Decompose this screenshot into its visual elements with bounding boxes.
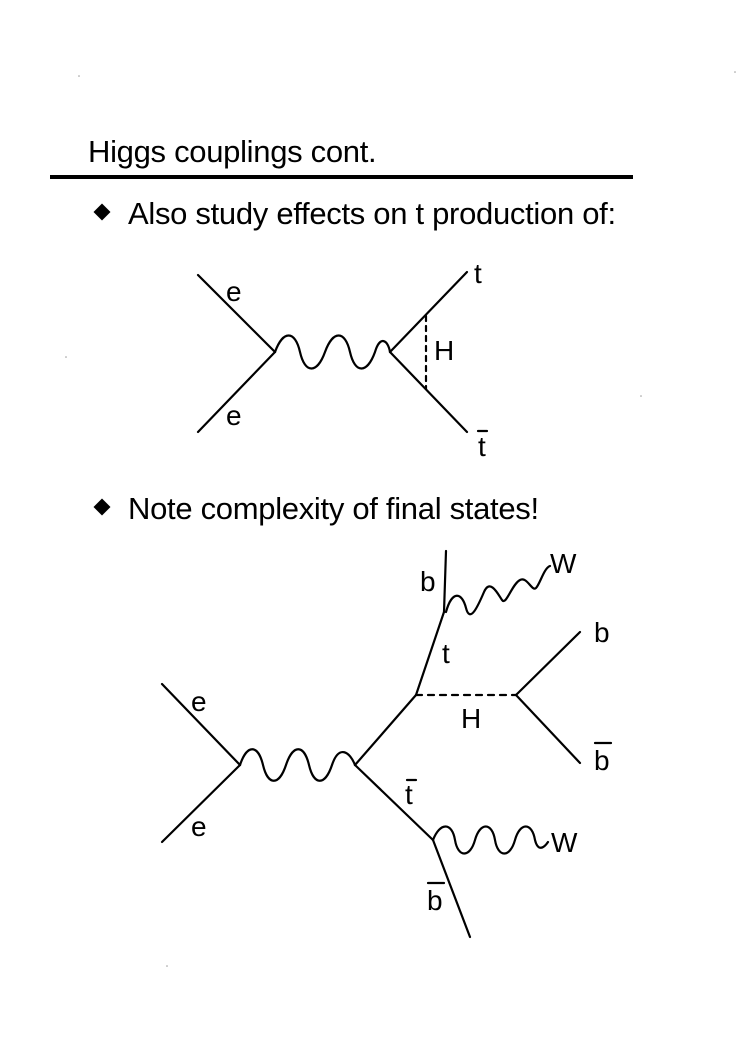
label-higgs: H (434, 335, 454, 366)
label-electron-top: e (191, 686, 207, 717)
label-antib-quark-right: b (594, 745, 610, 776)
label-antitop-quark: t (405, 779, 413, 810)
top-quark-line (353, 693, 418, 767)
label-electron-top: e (226, 276, 242, 307)
photon-propagator (273, 334, 392, 370)
electron-line-top (196, 273, 277, 354)
top-quark-line (388, 270, 469, 354)
b-quark-line-right (514, 630, 582, 697)
bullet-item-2: Note complexity of final states! (93, 491, 539, 527)
label-b-quark-top: b (420, 566, 436, 597)
bullet-item-1: Also study effects on t production of: (93, 196, 616, 232)
electron-line-top (160, 682, 242, 767)
label-electron-bottom: e (191, 811, 207, 842)
label-w-boson-bottom: W (551, 827, 578, 858)
antib-quark-line-bottom (431, 838, 472, 939)
antitop-quark-line (353, 763, 435, 842)
electron-line-bottom (160, 763, 242, 844)
title-underline (50, 175, 633, 179)
label-antib-quark-bottom: b (427, 885, 443, 916)
antitop-quark-line (388, 350, 469, 434)
scan-noise (65, 71, 736, 967)
label-b-quark-right: b (594, 617, 610, 648)
label-higgs: H (461, 703, 481, 734)
antib-quark-line-right (514, 693, 582, 765)
label-electron-bottom: e (226, 400, 242, 431)
label-w-boson-top: W (550, 548, 577, 579)
photon-propagator (238, 748, 357, 782)
slide-title: Higgs couplings cont. (88, 134, 377, 169)
diagram-ttbar-higgs-exchange (196, 270, 469, 434)
label-top-quark: t (442, 638, 450, 669)
electron-line-bottom (196, 350, 277, 434)
label-top-quark: t (474, 258, 482, 289)
top-quark-decay-line (414, 610, 446, 697)
label-antitop-quark: t (478, 431, 486, 462)
bullet-text-1: Also study effects on t production of: (128, 196, 616, 231)
w-boson-line-bottom (431, 825, 550, 855)
w-boson-line-top (444, 564, 552, 616)
b-quark-line-top (442, 549, 448, 614)
bullet-text-2: Note complexity of final states! (128, 491, 539, 526)
diagram-full-final-state (160, 549, 582, 939)
